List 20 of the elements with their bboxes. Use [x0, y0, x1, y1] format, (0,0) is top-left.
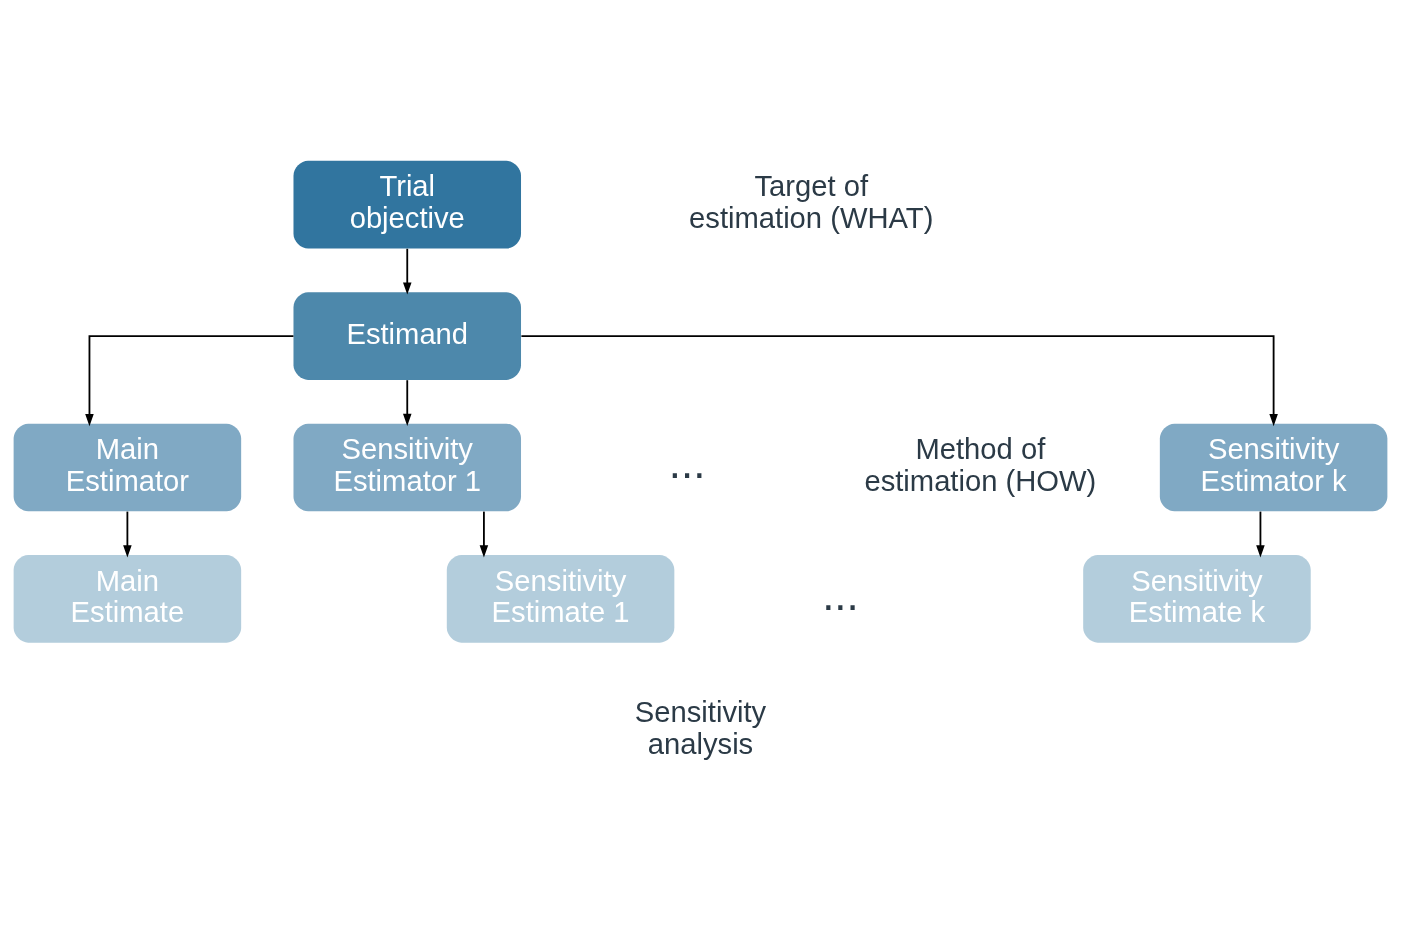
- label: Method of estimation (HOW): [864, 433, 1097, 497]
- arrow: [85, 335, 295, 427]
- arrow: [520, 335, 1278, 427]
- node-box: Sensitivity Estimator 1: [293, 423, 521, 512]
- label: ...: [668, 438, 706, 488]
- node-box: Main Estimate: [13, 555, 242, 643]
- node-box: Sensitivity Estimate 1: [446, 555, 675, 643]
- node-box: Trial objective: [293, 160, 521, 249]
- node-box: Sensitivity Estimate k: [1083, 555, 1311, 643]
- arrow: [403, 379, 412, 427]
- label: ...: [822, 569, 859, 619]
- label: Sensitivity analysis: [634, 696, 767, 760]
- arrow: [479, 510, 489, 558]
- label: Target of estimation (WHAT): [689, 170, 934, 235]
- arrow: [403, 247, 412, 295]
- node-box: Main Estimator: [13, 423, 242, 512]
- node-box: Sensitivity Estimator k: [1159, 423, 1388, 512]
- node-box: Estimand: [293, 292, 521, 380]
- arrow: [1256, 510, 1265, 558]
- arrow: [123, 510, 132, 558]
